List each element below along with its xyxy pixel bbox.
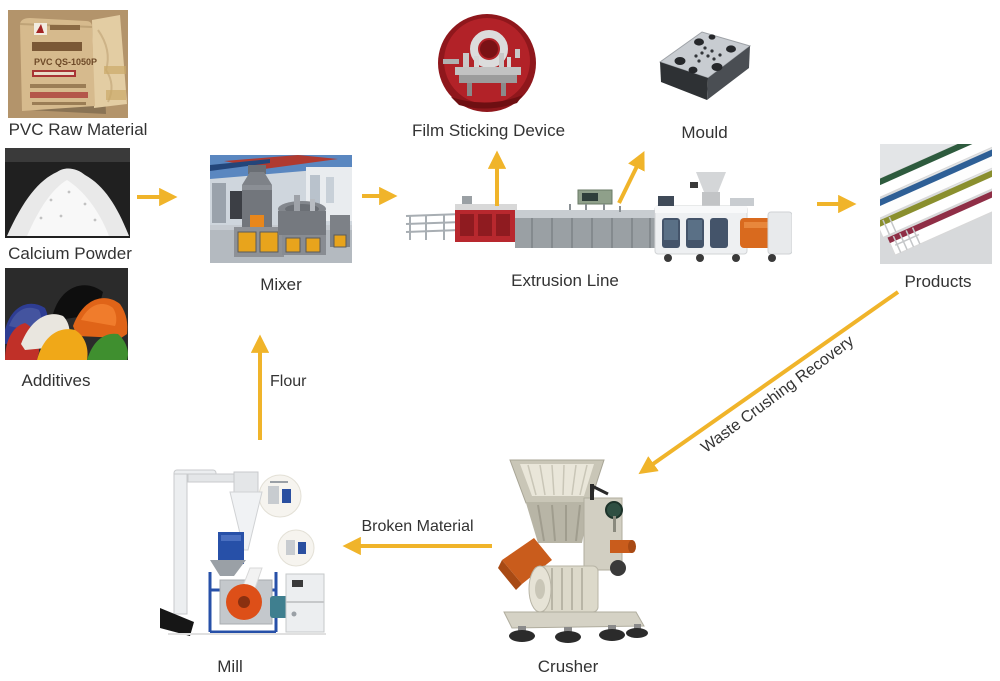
flour-label: Flour (270, 373, 307, 390)
broken-material-label: Broken Material (361, 518, 474, 535)
waste-crushing-recovery-label: Waste Crushing Recovery (698, 332, 858, 457)
extrusion-line-label: Extrusion Line (511, 271, 619, 290)
mixer-label: Mixer (260, 275, 302, 294)
products-label: Products (904, 272, 972, 291)
crusher-label: Crusher (537, 657, 599, 676)
extrusion-line-image (405, 172, 792, 262)
mill-image (160, 469, 326, 636)
pvc-raw-material-image: PVC QS-1050P (8, 10, 128, 118)
mill-label: Mill (217, 657, 243, 676)
bag-text: PVC QS-1050P (34, 57, 97, 67)
film-sticking-device-image (438, 14, 536, 112)
additives-image (5, 268, 128, 360)
mixer-image (210, 155, 352, 263)
products-image (880, 144, 992, 264)
film-sticking-device-label: Film Sticking Device (412, 121, 566, 140)
pvc-raw-material-label: PVC Raw Material (8, 120, 148, 139)
calcium-powder-image (5, 148, 130, 238)
mould-label: Mould (681, 123, 728, 142)
additives-label: Additives (21, 371, 91, 390)
calcium-powder-label: Calcium Powder (8, 244, 132, 263)
arrow-products-to-crusher (638, 290, 900, 475)
mould-image (658, 31, 752, 100)
crusher-image (498, 459, 648, 643)
